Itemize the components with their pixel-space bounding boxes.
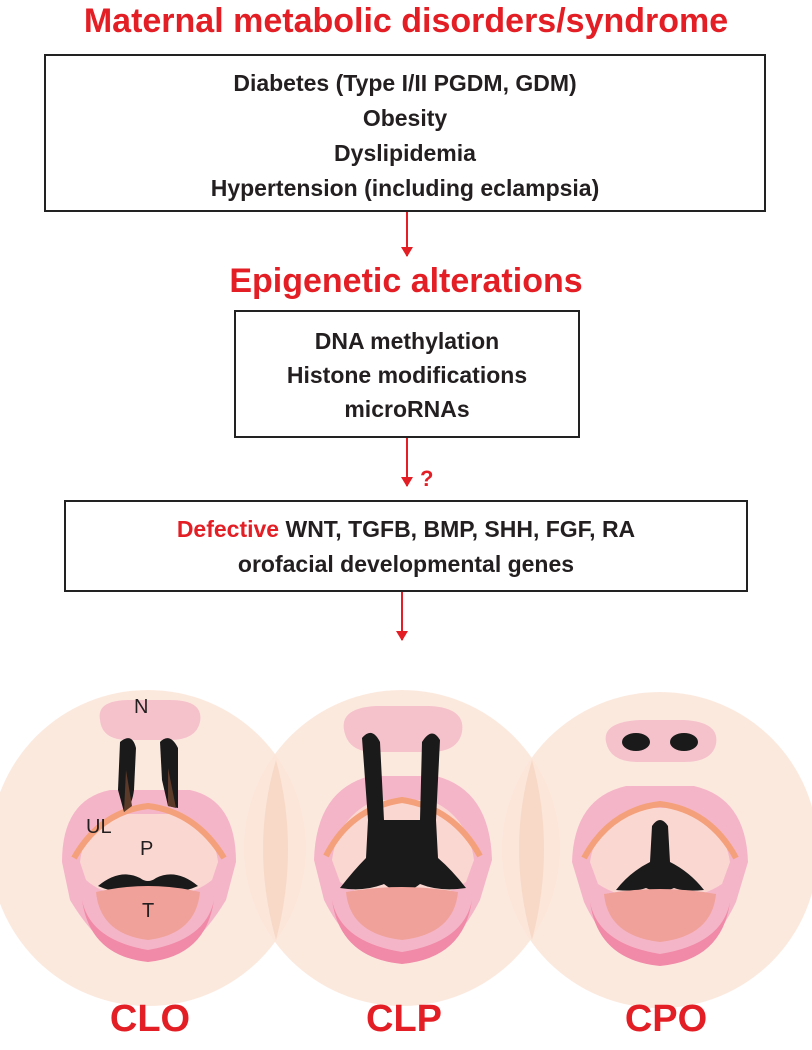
clo-ridge	[71, 802, 227, 860]
arrow-2	[401, 438, 413, 487]
disorder-hypertension: Hypertension (including eclampsia)	[210, 175, 600, 201]
epigenetic-title: Epigenetic alterations	[229, 262, 583, 300]
cpo-nostril-right	[670, 733, 698, 751]
disorder-obesity: Obesity	[362, 105, 448, 131]
clo-lower-lip	[82, 900, 214, 962]
clp-lower-lip	[332, 900, 472, 964]
disorder-diabetes: Diabetes (Type I/II PGDM, GDM)	[233, 70, 577, 96]
arrow-1	[401, 212, 413, 257]
overlap-2	[519, 760, 544, 940]
cpo-lower-lip	[590, 902, 730, 966]
epigenetic-histone: Histone modifications	[286, 362, 528, 388]
clo-diagram	[62, 700, 236, 962]
label-palate: P	[140, 838, 154, 860]
label-clp: CLP	[366, 998, 442, 1040]
label-clo: CLO	[109, 998, 191, 1040]
clp-diagram	[314, 706, 492, 964]
arrow-3	[396, 592, 408, 641]
overlap-1	[263, 760, 288, 940]
label-nose: N	[134, 696, 149, 718]
genes-box: Defective WNT, TGFB, BMP, SHH, FGF, RA o…	[64, 500, 748, 592]
epigenetic-box: DNA methylation Histone modifications mi…	[234, 310, 580, 438]
main-title: Maternal metabolic disorders/syndrome	[83, 2, 729, 40]
cpo-nostril-left	[622, 733, 650, 751]
cpo-cleft	[616, 820, 704, 894]
genes-line-1: Defective WNT, TGFB, BMP, SHH, FGF, RA	[66, 512, 746, 547]
label-upper-lip: UL	[86, 816, 112, 838]
clp-nose	[343, 706, 463, 752]
cpo-diagram	[572, 720, 748, 966]
defective-label: Defective	[176, 516, 280, 542]
epigenetic-dna-methylation: DNA methylation	[314, 328, 500, 354]
question-mark: ?	[420, 466, 434, 491]
label-tongue: T	[142, 900, 155, 922]
cpo-ridge	[581, 800, 739, 860]
disorder-dyslipidemia: Dyslipidemia	[334, 140, 476, 166]
clo-cleft-inner	[124, 770, 132, 812]
metabolic-disorders-box: Diabetes (Type I/II PGDM, GDM) Obesity D…	[44, 54, 766, 212]
clp-cleft	[340, 732, 466, 892]
epigenetic-microrna: microRNAs	[344, 396, 470, 422]
clp-ridge	[323, 796, 483, 858]
cpo-tongue	[604, 889, 716, 942]
label-cpo: CPO	[624, 998, 708, 1040]
clo-tongue	[96, 886, 200, 940]
clo-cleft-inner-r	[168, 768, 176, 808]
clo-nose	[99, 700, 201, 740]
gene-list: WNT, TGFB, BMP, SHH, FGF, RA	[279, 516, 636, 542]
clo-cleft-left	[118, 738, 136, 812]
genes-line-2: orofacial developmental genes	[237, 551, 575, 577]
clp-tongue	[346, 887, 458, 940]
cpo-nose	[605, 720, 717, 762]
